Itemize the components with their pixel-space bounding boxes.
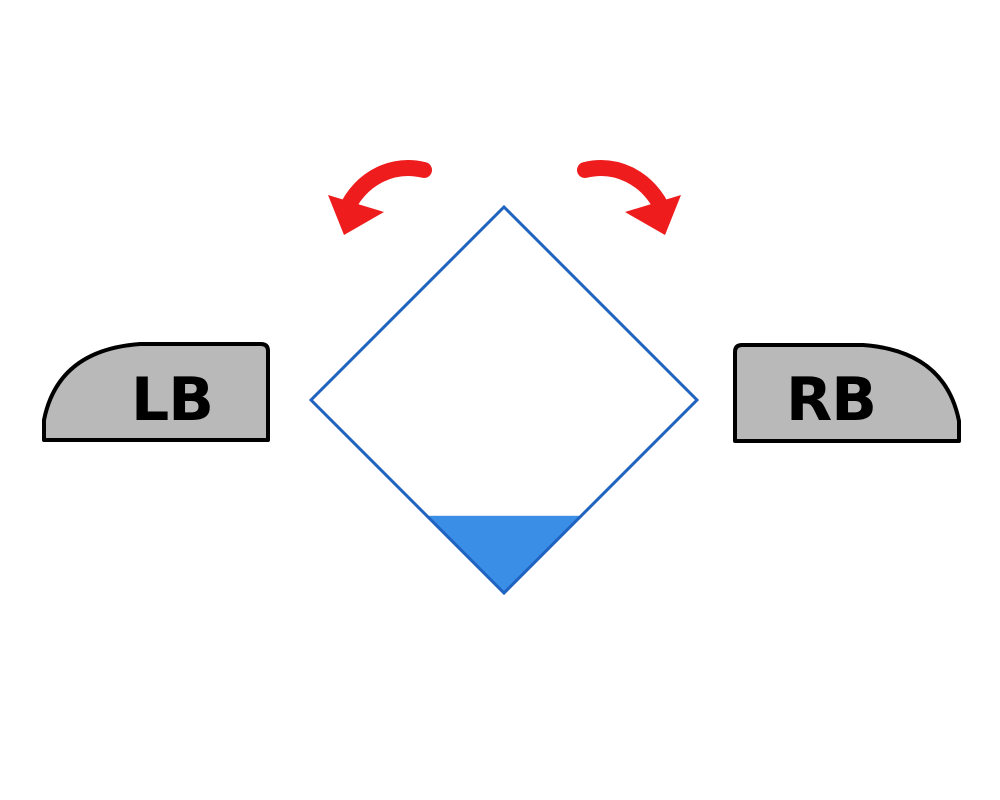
water-fill: [311, 515, 697, 593]
rb-label: RB: [786, 365, 876, 435]
lb-label: LB: [131, 365, 213, 435]
rb-button[interactable]: RB: [733, 343, 961, 443]
rotate-left-arrow-icon: [328, 160, 432, 235]
lb-button[interactable]: LB: [42, 342, 270, 442]
water-container: [308, 204, 700, 596]
rotate-right-arrow-icon: [577, 160, 681, 235]
diamond-container-outline: [308, 204, 700, 596]
